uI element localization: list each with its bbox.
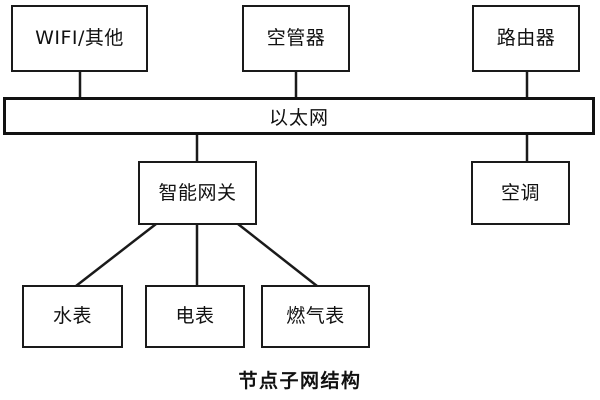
node-ethernet-bus[interactable]: 以太网 bbox=[3, 97, 595, 135]
node-smart-gateway-label: 智能网关 bbox=[158, 181, 237, 204]
edge-smart-gateway-to-gas-meter bbox=[237, 223, 318, 287]
node-router[interactable]: 路由器 bbox=[472, 5, 580, 72]
node-gas-meter[interactable]: 燃气表 bbox=[261, 285, 370, 348]
node-water-meter[interactable]: 水表 bbox=[22, 285, 123, 348]
node-electric-meter[interactable]: 电表 bbox=[145, 285, 245, 348]
node-smart-gateway[interactable]: 智能网关 bbox=[138, 161, 257, 225]
node-gas-meter-label: 燃气表 bbox=[286, 305, 345, 327]
node-wifi[interactable]: WIFI/其他 bbox=[11, 5, 148, 72]
figure-caption: 节点子网结构 bbox=[0, 366, 600, 393]
node-air-controller-label: 空管器 bbox=[266, 27, 326, 49]
node-router-label: 路由器 bbox=[496, 27, 556, 49]
node-electric-meter-label: 电表 bbox=[175, 305, 215, 327]
node-air-conditioner-label: 空调 bbox=[500, 181, 540, 204]
node-air-conditioner[interactable]: 空调 bbox=[471, 161, 570, 225]
edge-smart-gateway-to-water-meter bbox=[75, 223, 157, 287]
node-water-meter-label: 水表 bbox=[52, 305, 92, 327]
node-ethernet-label: 以太网 bbox=[268, 106, 329, 129]
figure-caption-label: 节点子网结构 bbox=[238, 370, 362, 392]
node-wifi-label: WIFI/其他 bbox=[35, 27, 124, 49]
node-air-controller[interactable]: 空管器 bbox=[242, 5, 350, 72]
